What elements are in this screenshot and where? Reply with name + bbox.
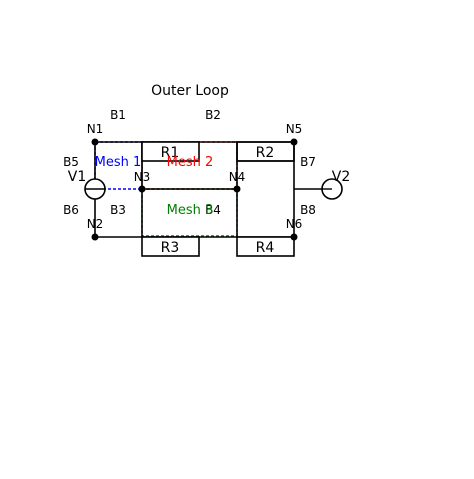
- resistor-r4: [236, 236, 295, 257]
- node-n3-label: N3: [134, 170, 151, 184]
- mesh-1-label: Mesh 1: [95, 155, 142, 170]
- resistor-r3: [141, 236, 200, 257]
- node-n1-label: N1: [87, 122, 104, 136]
- voltage-source-v2: [321, 178, 343, 200]
- branch-b2-label: B2: [205, 108, 221, 122]
- branch-b1-label: B1: [110, 108, 126, 122]
- branch-b3-label: B3: [110, 203, 126, 217]
- resistor-r2-label: R2: [256, 145, 275, 161]
- diagram-title: Outer Loop: [151, 83, 229, 99]
- resistor-r4-label: R4: [256, 240, 275, 256]
- node-n1-dot: [91, 138, 99, 146]
- branch-b5-label: B5: [63, 155, 79, 169]
- node-n3-dot: [138, 185, 146, 193]
- voltage-source-v1: [84, 178, 106, 200]
- node-n6-label: N6: [286, 217, 303, 231]
- mesh-2-label: Mesh 2: [167, 155, 214, 170]
- branch-b6-label: B6: [63, 203, 79, 217]
- node-n5-dot: [290, 138, 298, 146]
- resistor-r1: [141, 141, 200, 162]
- branch-b7-label: B7: [300, 155, 316, 169]
- branch-b4-label: B4: [205, 203, 221, 217]
- node-n5-label: N5: [286, 122, 303, 136]
- node-n4-label: N4: [229, 170, 246, 184]
- resistor-r3-label: R3: [161, 240, 180, 256]
- resistor-r1-label: R1: [161, 145, 180, 161]
- node-n6-dot: [290, 233, 298, 241]
- node-n4-dot: [233, 185, 241, 193]
- voltage-source-v1-label: V1: [68, 169, 86, 185]
- voltage-source-v2-label: V2: [332, 169, 350, 185]
- branch-b8-label: B8: [300, 203, 316, 217]
- resistor-r2: [236, 141, 295, 162]
- node-n2-label: N2: [87, 217, 104, 231]
- mesh-3-label: Mesh 3: [167, 203, 214, 218]
- node-n2-dot: [91, 233, 99, 241]
